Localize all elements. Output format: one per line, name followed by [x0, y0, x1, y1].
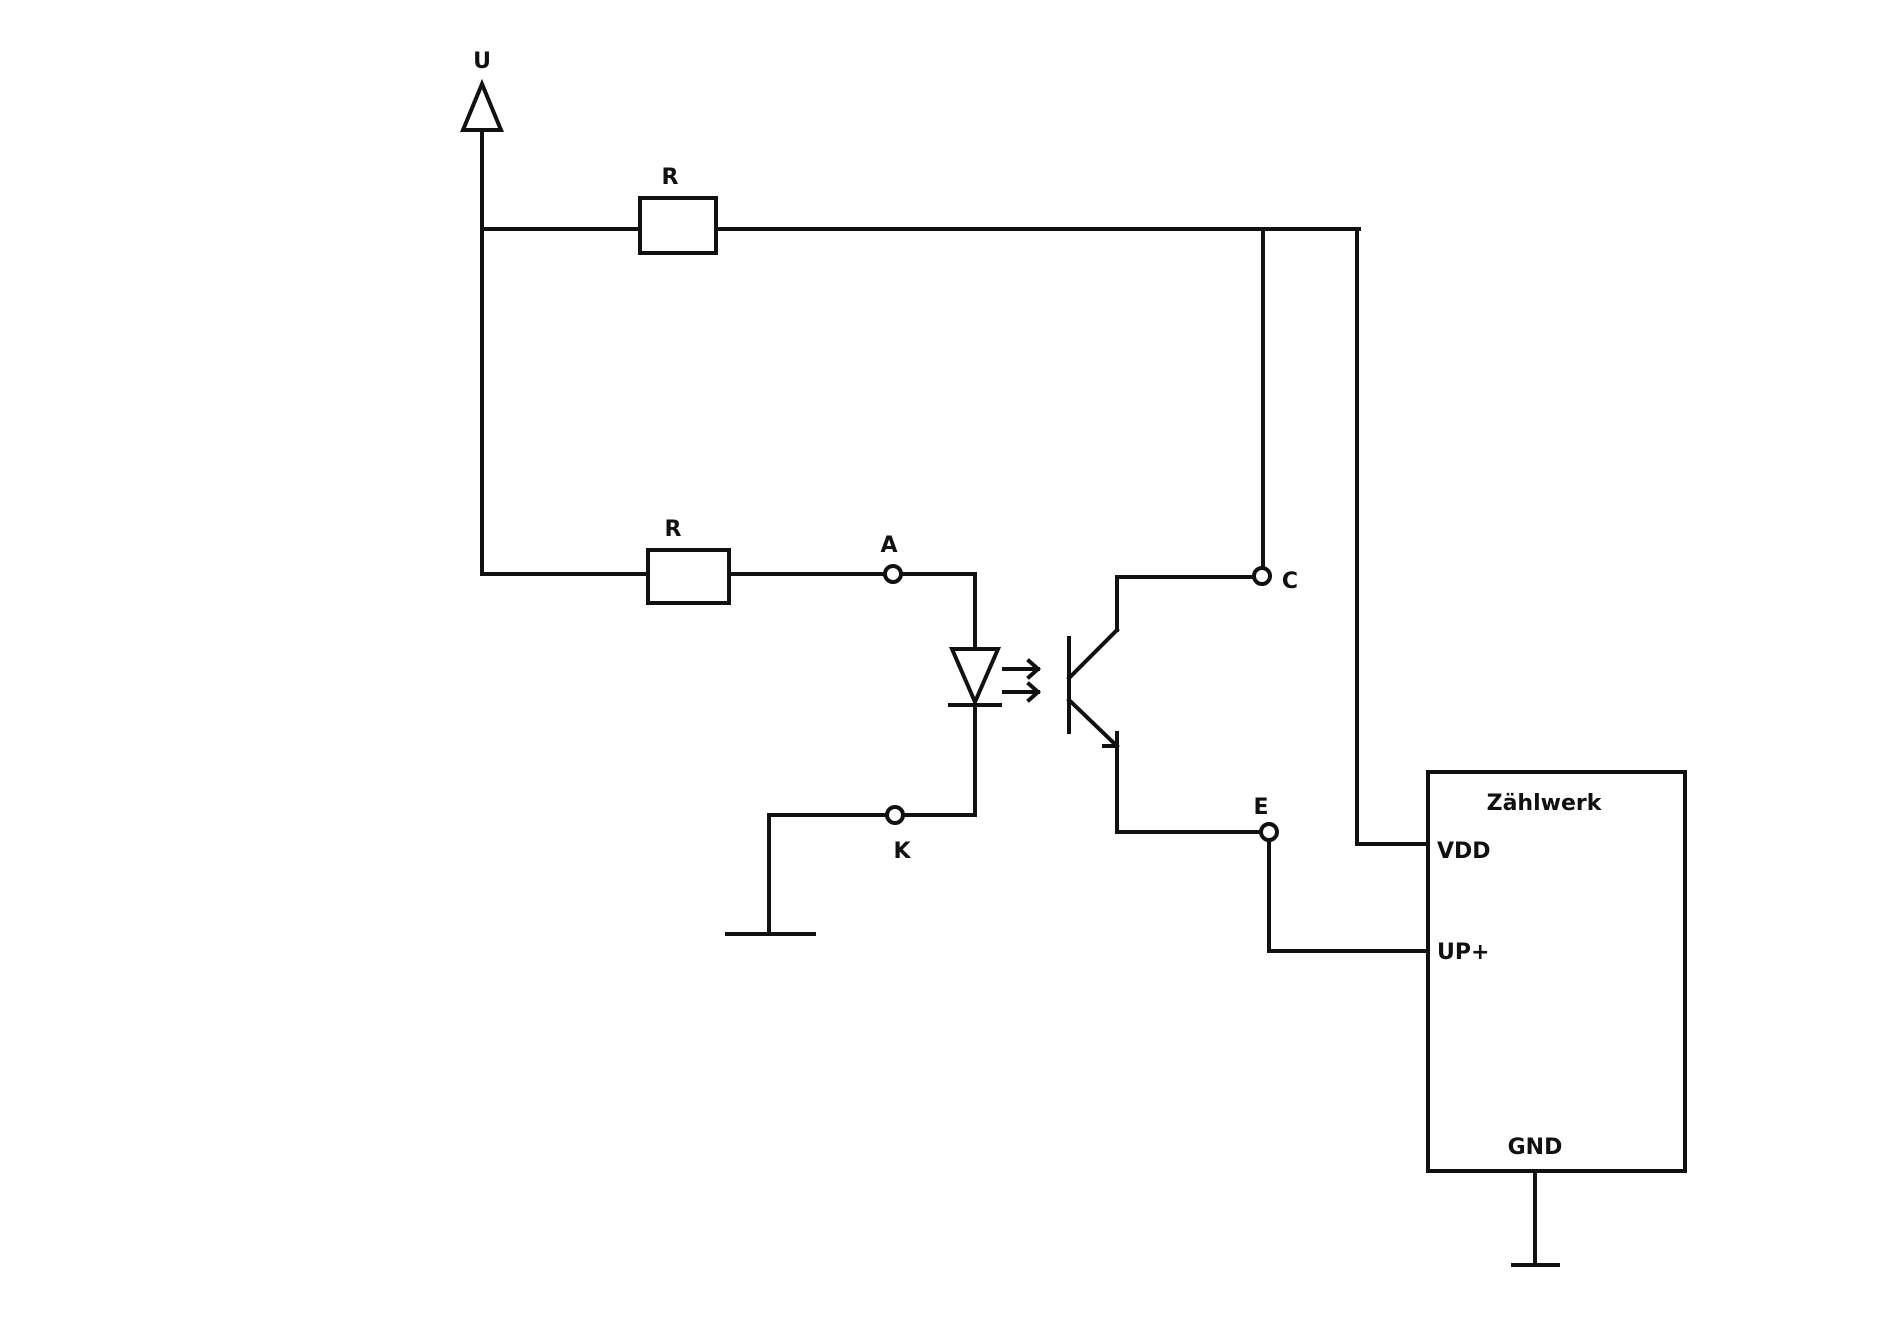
terminal-a-label: A	[880, 533, 897, 558]
counter-pin-gnd: GND	[1508, 1135, 1563, 1160]
supply-label: U	[473, 49, 491, 74]
counter-pin-vdd: VDD	[1437, 839, 1491, 864]
resistor-bottom	[646, 548, 731, 605]
counter-pin-up: UP+	[1437, 940, 1489, 965]
terminal-c	[1252, 566, 1272, 586]
led-symbol	[948, 647, 1042, 708]
counter-title: Zählwerk	[1487, 791, 1603, 816]
terminal-c-label: C	[1282, 569, 1298, 594]
resistor-bottom-label: R	[665, 517, 682, 542]
resistor-top-label: R	[662, 165, 679, 190]
terminal-k	[885, 805, 905, 825]
supply-symbol	[460, 78, 504, 574]
terminal-k-label: K	[893, 839, 911, 864]
phototransistor-symbol	[1066, 575, 1263, 834]
terminal-e-label: E	[1253, 795, 1268, 820]
resistor-top	[638, 196, 718, 255]
terminal-e	[1259, 822, 1279, 842]
counter-block	[1426, 770, 1687, 1173]
terminal-a	[883, 564, 903, 584]
